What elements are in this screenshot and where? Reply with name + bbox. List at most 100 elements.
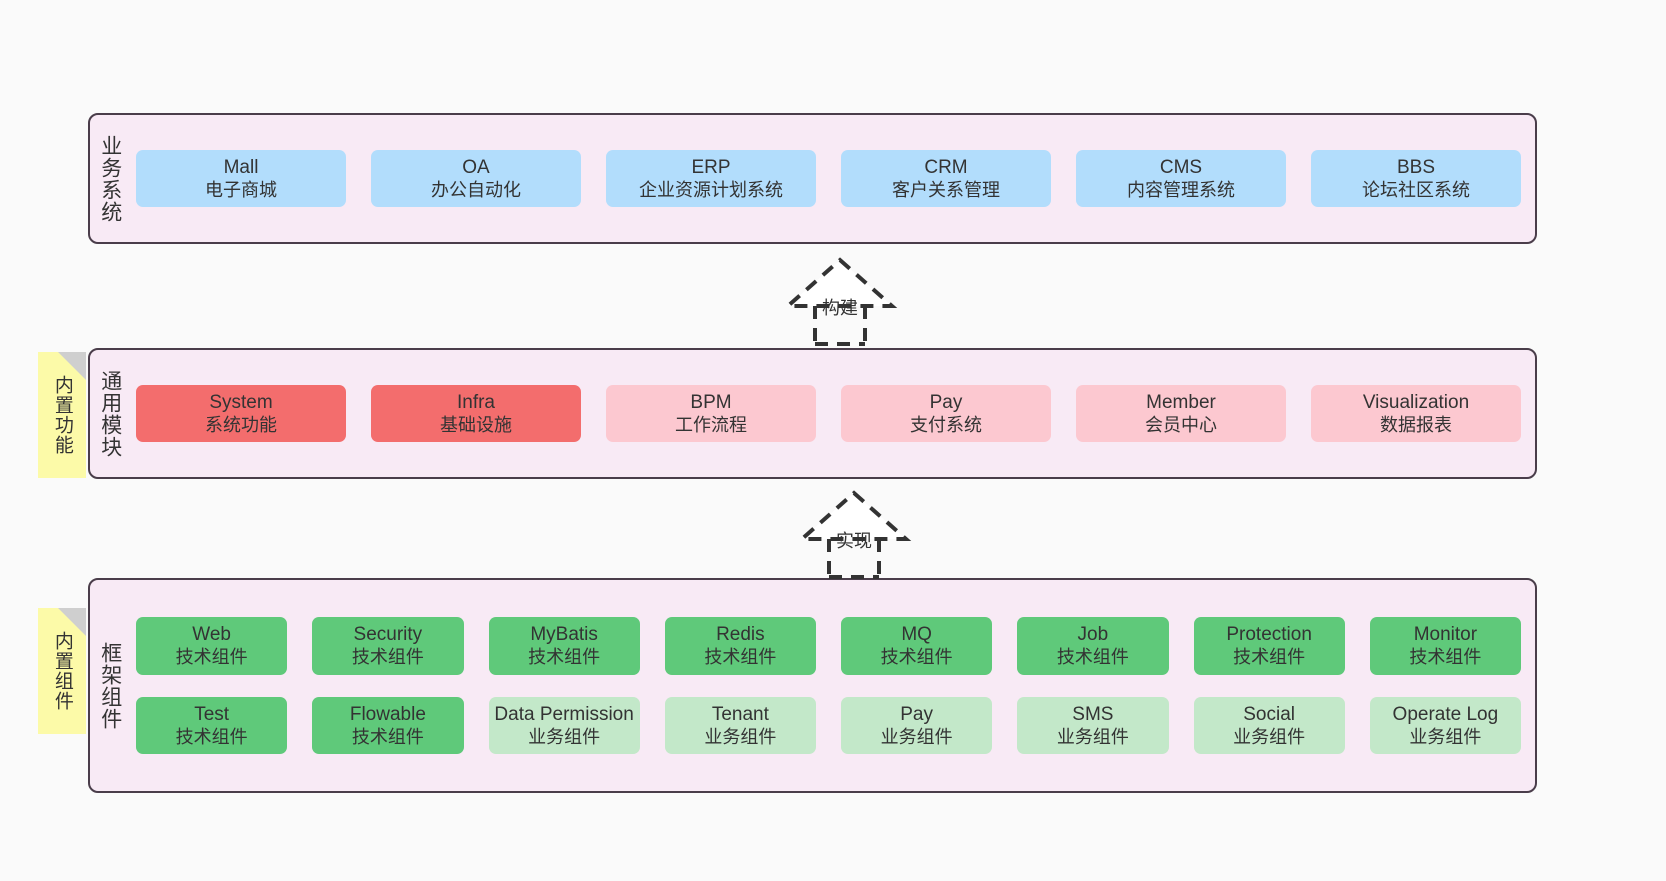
arrow-implement: 实现 — [766, 489, 942, 579]
card-monitor[interactable]: Monitor 技术组件 — [1369, 616, 1521, 675]
card-row: Mall 电子商城 OA 办公自动化 ERP 企业资源计划系统 CRM 客户关系… — [136, 149, 1521, 208]
card-mall[interactable]: Mall 电子商城 — [136, 149, 346, 208]
card-title: CRM — [924, 156, 968, 178]
layer-common-modules: 通用模块 System 系统功能 Infra 基础设施 BPM 工作流程 Pay… — [88, 348, 1537, 479]
card-mq[interactable]: MQ 技术组件 — [841, 616, 993, 675]
card-visualization[interactable]: Visualization 数据报表 — [1311, 384, 1521, 443]
card-subtitle: 技术组件 — [1056, 647, 1129, 668]
card-bbs[interactable]: BBS 论坛社区系统 — [1311, 149, 1521, 208]
card-title: Infra — [456, 391, 496, 413]
card-subtitle: 技术组件 — [351, 647, 424, 668]
card-subtitle: 内容管理系统 — [1127, 180, 1235, 201]
layer-title-common: 通用模块 — [98, 369, 122, 458]
card-operate-log[interactable]: Operate Log 业务组件 — [1369, 696, 1521, 755]
sticky-note-label: 内置功能 — [51, 375, 73, 455]
card-tenant[interactable]: Tenant 业务组件 — [664, 696, 816, 755]
card-web[interactable]: Web 技术组件 — [136, 616, 288, 675]
card-title: Monitor — [1413, 623, 1478, 645]
layer-framework-components: 框架组件 Web 技术组件 Security 技术组件 MyBatis 技术组件… — [88, 578, 1537, 793]
card-oa[interactable]: OA 办公自动化 — [371, 149, 581, 208]
card-pay-module[interactable]: Pay 支付系统 — [841, 384, 1051, 443]
card-social[interactable]: Social 业务组件 — [1193, 696, 1345, 755]
card-title: Data Permission — [494, 703, 634, 725]
layer-title-framework: 框架组件 — [98, 641, 122, 730]
card-title: MQ — [901, 623, 932, 645]
arrow-implement-label: 实现 — [836, 531, 872, 551]
layer-body-common: System 系统功能 Infra 基础设施 BPM 工作流程 Pay 支付系统… — [130, 350, 1535, 477]
card-subtitle: 技术组件 — [1233, 647, 1306, 668]
sticky-note-builtin-features: 内置功能 — [38, 352, 86, 478]
card-cms[interactable]: CMS 内容管理系统 — [1076, 149, 1286, 208]
arrow-head-triangle — [796, 490, 912, 541]
card-title: ERP — [691, 156, 731, 178]
card-subtitle: 技术组件 — [175, 727, 248, 748]
card-subtitle: 业务组件 — [528, 727, 601, 748]
card-row: System 系统功能 Infra 基础设施 BPM 工作流程 Pay 支付系统… — [136, 384, 1521, 443]
card-sms[interactable]: SMS 业务组件 — [1017, 696, 1169, 755]
card-title: Job — [1077, 623, 1109, 645]
card-erp[interactable]: ERP 企业资源计划系统 — [606, 149, 816, 208]
card-title: Web — [192, 623, 231, 645]
card-redis[interactable]: Redis 技术组件 — [664, 616, 816, 675]
card-subtitle: 业务组件 — [880, 727, 953, 748]
card-title: Mall — [223, 156, 259, 178]
card-subtitle: 工作流程 — [675, 415, 747, 436]
card-subtitle: 业务组件 — [1056, 727, 1129, 748]
layer-body-framework: Web 技术组件 Security 技术组件 MyBatis 技术组件 Redi… — [130, 580, 1535, 791]
layer-business-systems: 业务系统 Mall 电子商城 OA 办公自动化 ERP 企业资源计划系统 CRM… — [88, 113, 1537, 244]
layer-title-business: 业务系统 — [98, 134, 122, 223]
card-member[interactable]: Member 会员中心 — [1076, 384, 1286, 443]
card-subtitle: 基础设施 — [440, 415, 512, 436]
card-title: CMS — [1159, 156, 1203, 178]
card-infra[interactable]: Infra 基础设施 — [371, 384, 581, 443]
card-title: Member — [1146, 391, 1216, 413]
card-subtitle: 系统功能 — [205, 415, 277, 436]
card-subtitle: 技术组件 — [351, 727, 424, 748]
sticky-note-label: 内置组件 — [51, 631, 73, 711]
card-security[interactable]: Security 技术组件 — [312, 616, 464, 675]
card-subtitle: 办公自动化 — [431, 180, 521, 201]
arrow-build: 构建 — [752, 256, 928, 346]
card-row: Test 技术组件 Flowable 技术组件 Data Permission … — [136, 696, 1521, 755]
card-title: SMS — [1072, 703, 1114, 725]
arrow-build-label: 构建 — [822, 298, 858, 318]
arrow-shaft — [813, 306, 867, 346]
card-row: Web 技术组件 Security 技术组件 MyBatis 技术组件 Redi… — [136, 616, 1521, 675]
card-pay-component[interactable]: Pay 业务组件 — [841, 696, 993, 755]
arrow-head-triangle — [782, 257, 898, 308]
card-title: Tenant — [711, 703, 769, 725]
card-test[interactable]: Test 技术组件 — [136, 696, 288, 755]
card-subtitle: 技术组件 — [175, 647, 248, 668]
card-subtitle: 业务组件 — [704, 727, 777, 748]
card-protection[interactable]: Protection 技术组件 — [1193, 616, 1345, 675]
card-system[interactable]: System 系统功能 — [136, 384, 346, 443]
card-data-permission[interactable]: Data Permission 业务组件 — [488, 696, 640, 755]
card-title: Protection — [1226, 623, 1312, 645]
card-subtitle: 论坛社区系统 — [1362, 180, 1470, 201]
arrow-shaft — [827, 539, 881, 579]
card-title: Pay — [929, 391, 963, 413]
card-flowable[interactable]: Flowable 技术组件 — [312, 696, 464, 755]
card-title: Test — [194, 703, 230, 725]
card-subtitle: 会员中心 — [1145, 415, 1217, 436]
card-subtitle: 数据报表 — [1380, 415, 1452, 436]
card-title: Social — [1243, 703, 1295, 725]
card-subtitle: 电子商城 — [205, 180, 277, 201]
card-title: Visualization — [1362, 391, 1470, 413]
card-subtitle: 技术组件 — [880, 647, 953, 668]
card-mybatis[interactable]: MyBatis 技术组件 — [488, 616, 640, 675]
card-title: Redis — [716, 623, 765, 645]
folded-corner-icon — [58, 608, 86, 636]
card-title: System — [209, 391, 273, 413]
card-subtitle: 技术组件 — [528, 647, 601, 668]
card-subtitle: 业务组件 — [1233, 727, 1306, 748]
card-subtitle: 支付系统 — [910, 415, 982, 436]
card-bpm[interactable]: BPM 工作流程 — [606, 384, 816, 443]
card-title: Flowable — [349, 703, 426, 725]
card-title: MyBatis — [530, 623, 598, 645]
card-subtitle: 客户关系管理 — [892, 180, 1000, 201]
card-job[interactable]: Job 技术组件 — [1017, 616, 1169, 675]
card-crm[interactable]: CRM 客户关系管理 — [841, 149, 1051, 208]
folded-corner-icon — [58, 352, 86, 380]
